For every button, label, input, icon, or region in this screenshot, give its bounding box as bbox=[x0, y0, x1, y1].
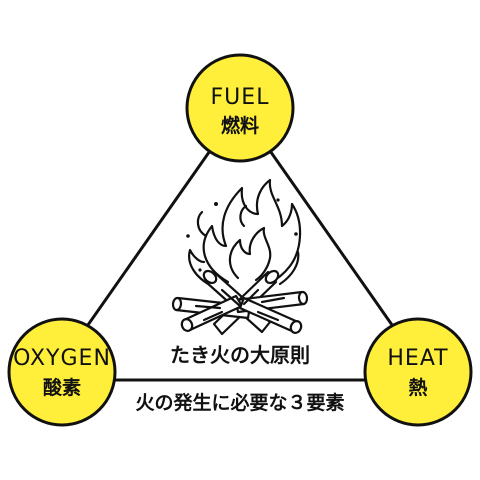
spark bbox=[198, 268, 202, 272]
node-fuel-circle bbox=[185, 53, 295, 163]
spark bbox=[294, 232, 298, 236]
node-oxygen-en-label: OXYGEN bbox=[13, 346, 111, 371]
spark bbox=[214, 202, 218, 206]
node-heat: HEAT 熱 bbox=[363, 317, 473, 427]
flames bbox=[186, 178, 302, 288]
node-oxygen: OXYGEN 酸素 bbox=[7, 317, 117, 427]
center-title: たき火の大原則 bbox=[170, 343, 310, 367]
spark bbox=[186, 234, 190, 238]
spark bbox=[276, 198, 280, 202]
node-heat-circle bbox=[363, 317, 473, 427]
node-oxygen-circle bbox=[7, 317, 117, 427]
node-fuel: FUEL 燃料 bbox=[185, 53, 295, 163]
subtitle-backdrop bbox=[112, 384, 368, 418]
logs bbox=[171, 269, 309, 336]
node-heat-en-label: HEAT bbox=[387, 346, 448, 371]
center-subtitle: 火の発生に必要な３要素 bbox=[135, 391, 344, 414]
campfire-icon bbox=[171, 178, 309, 336]
node-fuel-en-label: FUEL bbox=[211, 85, 270, 110]
node-oxygen-ja-label: 酸素 bbox=[43, 376, 81, 399]
node-fuel-ja-label: 燃料 bbox=[221, 114, 259, 137]
node-heat-ja-label: 熱 bbox=[408, 376, 427, 399]
